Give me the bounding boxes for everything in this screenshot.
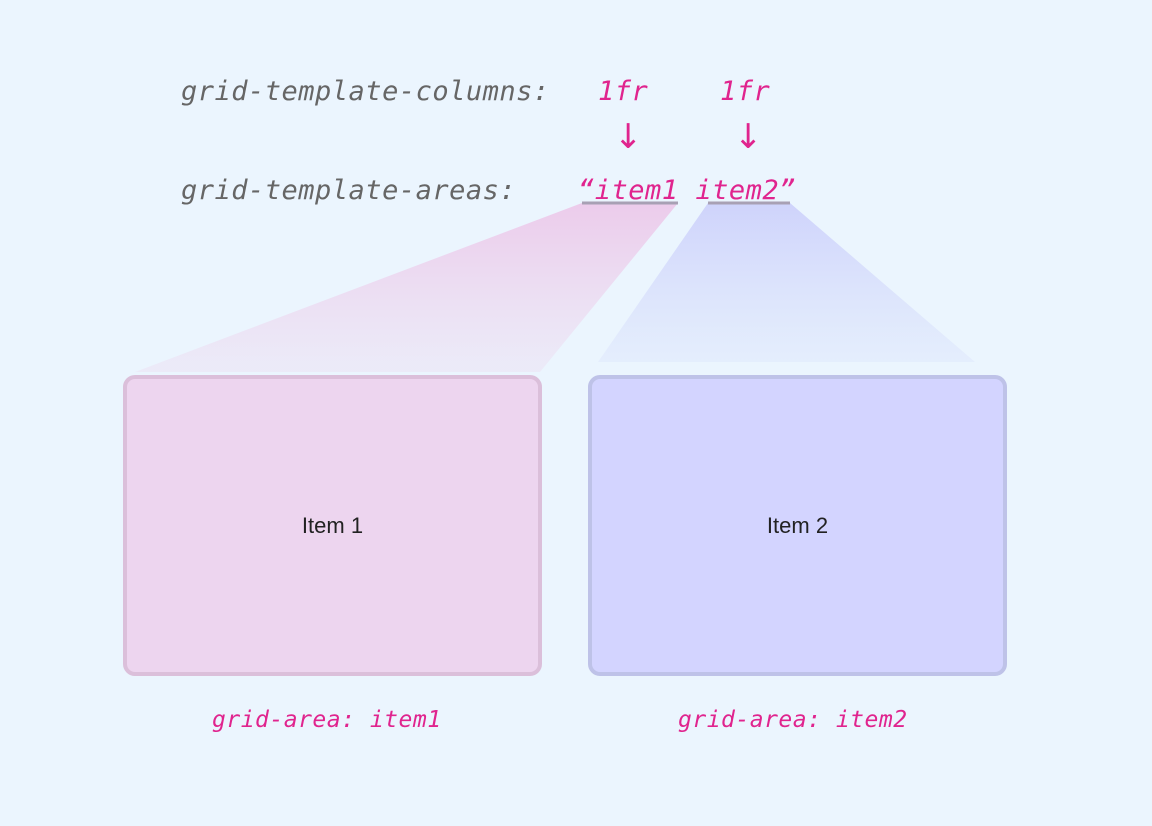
grid-item-2: Item 2 bbox=[588, 375, 1007, 676]
grid-item-1: Item 1 bbox=[123, 375, 542, 676]
column-2-track-value: 1fr bbox=[720, 76, 771, 107]
area-name-item2: item2 bbox=[695, 175, 780, 206]
areas-close-quote: ” bbox=[779, 175, 796, 206]
areas-value: “item1 item2” bbox=[578, 175, 796, 206]
areas-open-quote: “ bbox=[578, 175, 595, 206]
item1-projection-beam bbox=[135, 203, 678, 372]
column-1-track-value: 1fr bbox=[598, 76, 649, 107]
grid-area-item1-label: grid-area: item1 bbox=[212, 707, 442, 733]
columns-property-label: grid-template-columns: bbox=[181, 76, 550, 107]
grid-item-1-label: Item 1 bbox=[301, 512, 364, 538]
areas-property-label: grid-template-areas: bbox=[181, 175, 517, 206]
grid-item-2-label: Item 2 bbox=[766, 512, 829, 538]
column-1-arrow-icon: ↓ bbox=[614, 117, 643, 157]
column-2-arrow-icon: ↓ bbox=[734, 117, 763, 157]
area-name-item1: item1 bbox=[594, 175, 679, 206]
grid-area-item2-label: grid-area: item2 bbox=[678, 707, 908, 733]
item2-projection-beam bbox=[598, 203, 975, 362]
